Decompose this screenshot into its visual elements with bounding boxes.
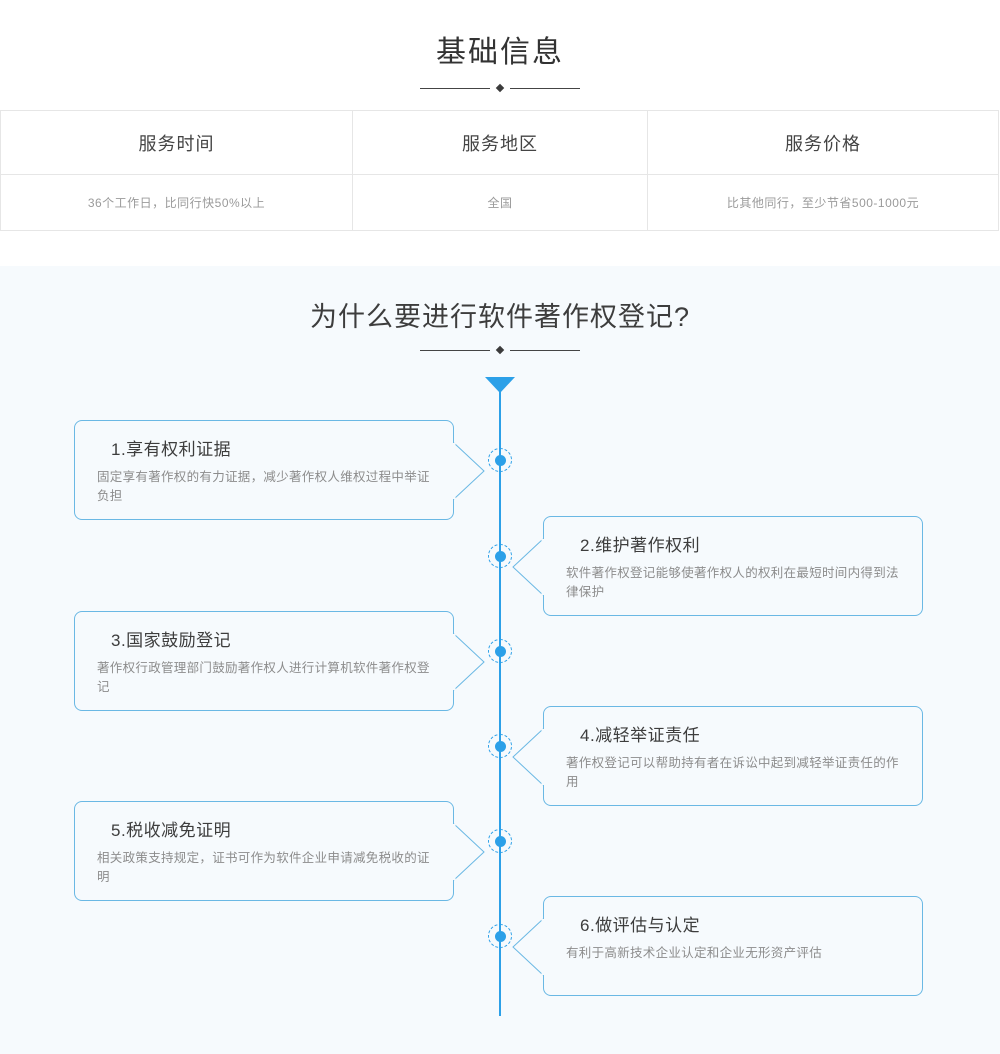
card-pointer-right-icon [452, 442, 485, 500]
timeline-down-arrow-icon [485, 377, 515, 393]
divider-diamond-icon [495, 83, 505, 93]
card-pointer-left-icon [512, 918, 545, 976]
timeline-node-1 [488, 448, 512, 472]
divider-line-left [420, 350, 490, 351]
benefit-card-6[interactable]: 6.做评估与认定 有利于高新技术企业认定和企业无形资产评估 [512, 896, 923, 996]
benefit-card-1[interactable]: 1.享有权利证据 固定享有著作权的有力证据，减少著作权人维权过程中举证负担 [74, 420, 485, 520]
cell-service-area: 全国 [352, 174, 648, 231]
why-register-section: 为什么要进行软件著作权登记? 1.享有权利证据 固定享有著作权的有力证据，减少著… [0, 266, 1000, 1054]
divider-diamond-icon [495, 345, 505, 355]
timeline-spine [499, 386, 501, 1016]
benefit-card-title: 3.国家鼓励登记 [111, 631, 232, 650]
timeline-node-5 [488, 829, 512, 853]
section-title: 为什么要进行软件著作权登记? [309, 302, 690, 332]
benefit-card-desc: 有利于高新技术企业认定和企业无形资产评估 [566, 946, 823, 960]
benefit-card-title: 2.维护著作权利 [580, 536, 701, 555]
basic-info-table: 服务时间 服务地区 服务价格 36个工作日，比同行快50%以上 全国 比其他同行… [0, 110, 999, 231]
benefit-card-3[interactable]: 3.国家鼓励登记 著作权行政管理部门鼓励著作权人进行计算机软件著作权登记 [74, 611, 485, 711]
column-header-service-time: 服务时间 [0, 110, 353, 175]
why-register-heading: 为什么要进行软件著作权登记? [0, 266, 1000, 356]
page-title: 基础信息 [436, 36, 564, 69]
cell-service-time: 36个工作日，比同行快50%以上 [0, 174, 353, 231]
column-header-service-area: 服务地区 [352, 110, 648, 175]
title-divider-ornament [420, 82, 580, 94]
basic-info-section: 基础信息 服务时间 服务地区 服务价格 36个工作日，比同行快50%以上 全国 … [0, 0, 1000, 266]
benefit-card-desc: 著作权行政管理部门鼓励著作权人进行计算机软件著作权登记 [97, 661, 430, 694]
column-header-service-price: 服务价格 [647, 110, 999, 175]
benefit-card-title: 4.减轻举证责任 [580, 726, 701, 745]
benefit-card-desc: 软件著作权登记能够使著作权人的权利在最短时间内得到法律保护 [566, 566, 899, 599]
benefit-card-desc: 著作权登记可以帮助持有者在诉讼中起到减轻举证责任的作用 [566, 756, 899, 789]
divider-line-right [510, 88, 580, 89]
divider-line-left [420, 88, 490, 89]
timeline-node-4 [488, 734, 512, 758]
benefit-card-title: 6.做评估与认定 [580, 916, 701, 935]
card-pointer-right-icon [452, 823, 485, 881]
timeline-node-6 [488, 924, 512, 948]
benefit-card-desc: 相关政策支持规定，证书可作为软件企业申请减免税收的证明 [97, 851, 430, 884]
benefit-card-title: 1.享有权利证据 [111, 440, 232, 459]
timeline-node-2 [488, 544, 512, 568]
table-header-row: 服务时间 服务地区 服务价格 [0, 110, 999, 175]
benefit-card-title: 5.税收减免证明 [111, 821, 232, 840]
card-pointer-left-icon [512, 728, 545, 786]
basic-info-heading: 基础信息 [0, 0, 1000, 94]
cell-service-price: 比其他同行，至少节省500-1000元 [647, 174, 999, 231]
card-pointer-right-icon [452, 633, 485, 691]
timeline-node-3 [488, 639, 512, 663]
divider-line-right [510, 350, 580, 351]
section-divider-ornament [420, 344, 580, 356]
benefit-card-5[interactable]: 5.税收减免证明 相关政策支持规定，证书可作为软件企业申请减免税收的证明 [74, 801, 485, 901]
benefit-card-4[interactable]: 4.减轻举证责任 著作权登记可以帮助持有者在诉讼中起到减轻举证责任的作用 [512, 706, 923, 806]
benefit-card-desc: 固定享有著作权的有力证据，减少著作权人维权过程中举证负担 [97, 470, 430, 503]
benefit-card-2[interactable]: 2.维护著作权利 软件著作权登记能够使著作权人的权利在最短时间内得到法律保护 [512, 516, 923, 616]
card-pointer-left-icon [512, 538, 545, 596]
table-row: 36个工作日，比同行快50%以上 全国 比其他同行，至少节省500-1000元 [0, 174, 999, 231]
